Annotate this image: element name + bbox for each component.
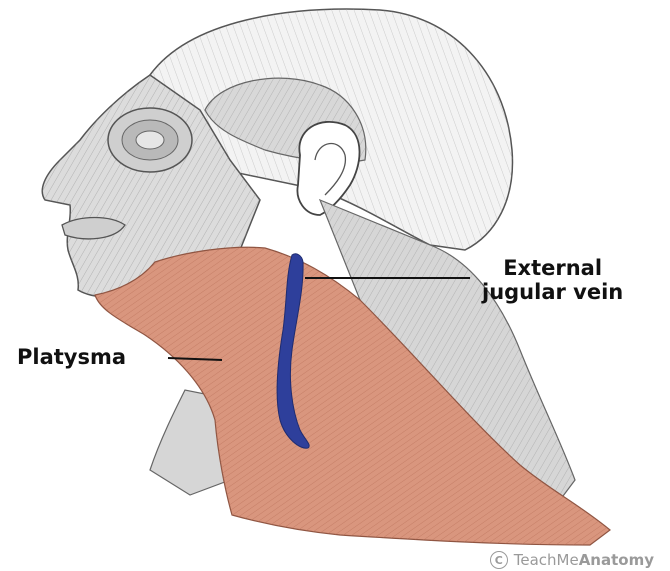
copyright-icon: C: [490, 551, 508, 569]
watermark: C TeachMeAnatomy: [490, 551, 654, 569]
watermark-brand-light: TeachMe: [514, 551, 579, 569]
watermark-brand-bold: Anatomy: [579, 551, 654, 569]
external-jugular-vein-label: External jugular vein: [482, 256, 623, 304]
external-jugular-label-line1: External: [482, 256, 623, 280]
external-jugular-label-line2: jugular vein: [482, 280, 623, 304]
platysma-label: Platysma: [17, 345, 126, 369]
